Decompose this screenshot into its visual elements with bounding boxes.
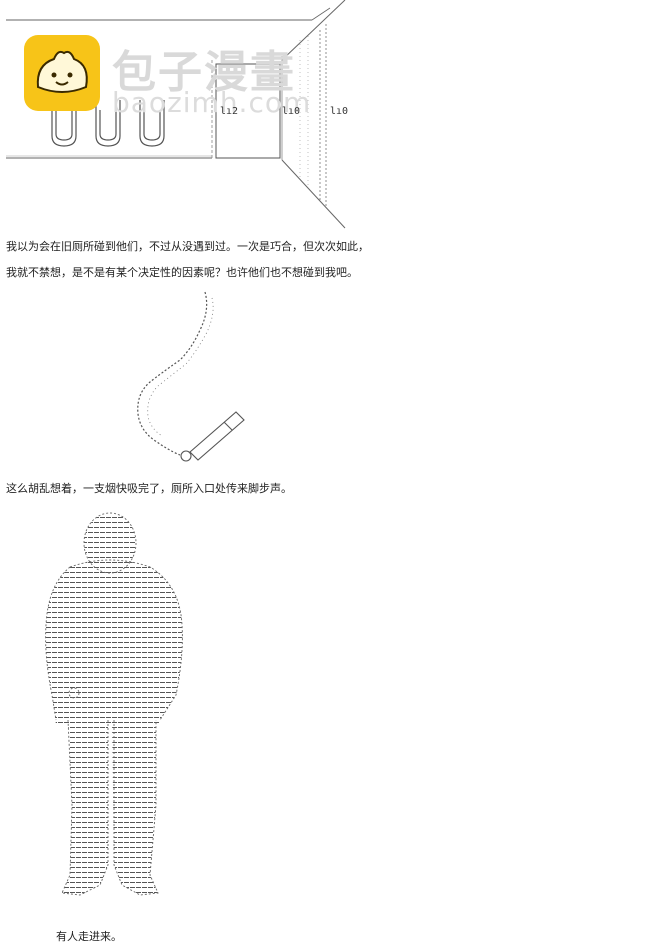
watermark-brand-cn: 包子漫畫 bbox=[112, 47, 296, 98]
stall-label-2: lı0 bbox=[282, 106, 301, 117]
watermark-brand-en: baozimh.com bbox=[112, 86, 312, 119]
story-line-2: 我就不禁想，是不是有某个决定性的因素呢？也许他们也不想碰到我吧。 bbox=[6, 266, 358, 279]
stall-door bbox=[215, 63, 281, 159]
restroom-scene-art bbox=[6, 0, 346, 229]
urinal-1 bbox=[51, 100, 77, 147]
urinal-3 bbox=[139, 100, 165, 147]
diagonal-top bbox=[281, 0, 346, 61]
stall-label-3: lı0 bbox=[330, 106, 349, 117]
story-line-3: 这么胡乱想着，一支烟快吸完了，厕所入口处传来脚步声。 bbox=[6, 482, 292, 495]
stall-label-1: lı2 bbox=[220, 106, 239, 117]
standing-figure-art bbox=[45, 512, 183, 896]
story-line-1: 我以为会在旧厕所碰到他们，不过从没遇到过。一次是巧合，但次次如此， bbox=[6, 240, 369, 253]
smoke-trail bbox=[137, 291, 208, 456]
watermark-logo-icon bbox=[24, 35, 100, 111]
cigarette-icon bbox=[180, 411, 245, 462]
story-line-4: 有人走进来。 bbox=[56, 930, 122, 943]
diagonal-bottom bbox=[281, 159, 346, 229]
urinal-2 bbox=[95, 100, 121, 147]
cigarette-smoke-art bbox=[137, 291, 245, 462]
